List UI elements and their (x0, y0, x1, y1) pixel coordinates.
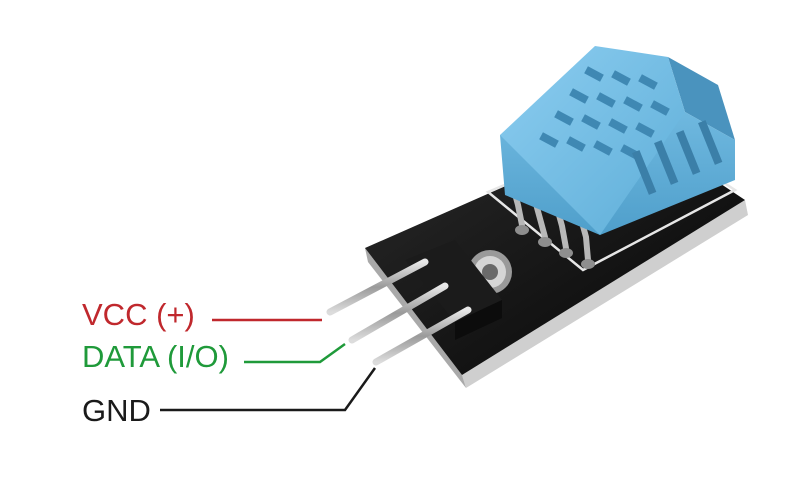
dht11-blue-housing (500, 46, 735, 235)
data-leader-line (244, 342, 346, 364)
leader-lines (160, 318, 377, 412)
sensor-solder-pads (515, 225, 595, 269)
header-pins (326, 258, 472, 366)
gnd-pin-label: GND (82, 393, 151, 428)
sensor-vent-grille (539, 66, 670, 160)
vcc-pin-label: VCC (+) (82, 297, 195, 332)
gnd-leader-line (160, 367, 377, 412)
pin-header-block (405, 240, 502, 340)
data-pin-label: DATA (I/O) (82, 339, 229, 374)
